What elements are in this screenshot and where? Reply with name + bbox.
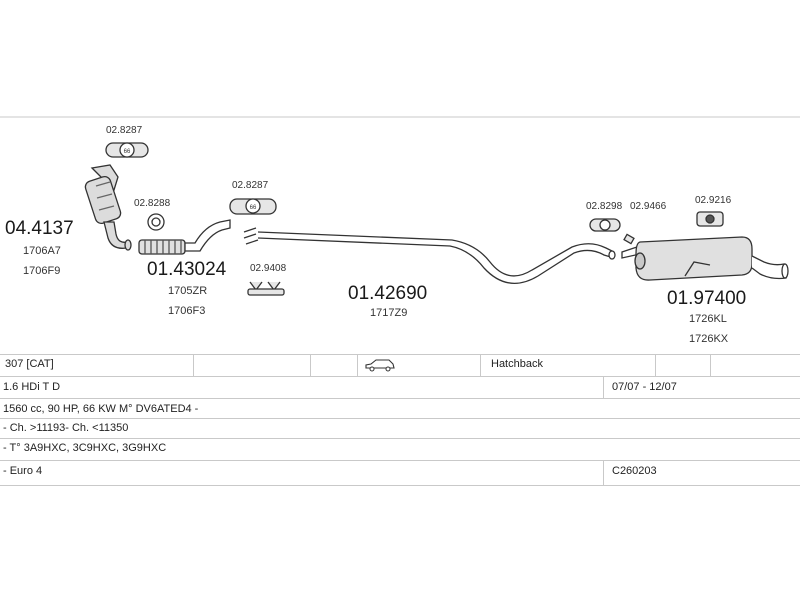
emission-cell: - Euro 4 — [3, 465, 43, 477]
small-part-bolts: 02.9408 — [250, 263, 287, 274]
small-part-gasket: 02.8288 — [134, 198, 171, 209]
svg-text:66: 66 — [250, 205, 257, 211]
body-type-cell: Hatchback — [491, 358, 543, 370]
gasket-icon — [147, 213, 165, 231]
spec-cell: 1560 cc, 90 HP, 66 KW M° DV6ATED4 - — [3, 403, 199, 415]
svg-text:66: 66 — [124, 149, 131, 155]
part-code-catalyst: 04.4137 — [5, 218, 74, 239]
clamp-icon: 66 — [229, 198, 277, 215]
front-pipe — [138, 219, 231, 255]
part-ref-front-pipe-2: 1706F3 — [168, 305, 206, 317]
small-part-clamp-mid: 02.8287 — [232, 180, 269, 191]
small-part-bracket: 02.9466 — [630, 201, 667, 212]
type-codes-cell: - T° 3A9HXC, 3C9HXC, 3G9HXC — [3, 442, 167, 454]
bolt-icon — [247, 281, 285, 296]
exhaust-diagram: 66 66 — [0, 116, 800, 296]
part-ref-catalyst-1: 1706A7 — [23, 245, 61, 257]
clamp-icon: 66 — [105, 142, 149, 158]
small-part-clamp-cat: 02.8287 — [106, 125, 143, 136]
small-part-clamp-rear: 02.8298 — [586, 201, 623, 212]
chassis-cell: - Ch. >11193- Ch. <11350 — [3, 422, 129, 434]
car-icon — [364, 358, 396, 377]
part-code-front-pipe: 01.43024 — [147, 259, 227, 280]
center-pipe — [243, 227, 616, 284]
part-ref-center-pipe-1: 1717Z9 — [370, 307, 408, 319]
part-code-center-pipe: 01.42690 — [348, 283, 428, 304]
catalog-code-cell: C260203 — [612, 465, 657, 477]
catalytic-converter — [84, 164, 132, 251]
period-cell: 07/07 - 12/07 — [612, 381, 677, 393]
clamp-icon — [589, 218, 621, 232]
model-cell: 307 [CAT] — [5, 358, 54, 370]
part-ref-rear-silencer-2: 1726KX — [689, 333, 729, 345]
hanger-icon — [696, 211, 724, 227]
engine-cell: 1.6 HDi T D — [3, 381, 61, 393]
part-code-rear-silencer: 01.97400 — [667, 288, 747, 309]
part-ref-catalyst-2: 1706F9 — [23, 265, 61, 277]
small-part-hanger: 02.9216 — [695, 195, 732, 206]
part-ref-rear-silencer-1: 1726KL — [689, 313, 727, 325]
rear-silencer — [621, 236, 789, 281]
bracket-icon — [623, 233, 635, 245]
part-ref-front-pipe-1: 1705ZR — [168, 285, 208, 297]
